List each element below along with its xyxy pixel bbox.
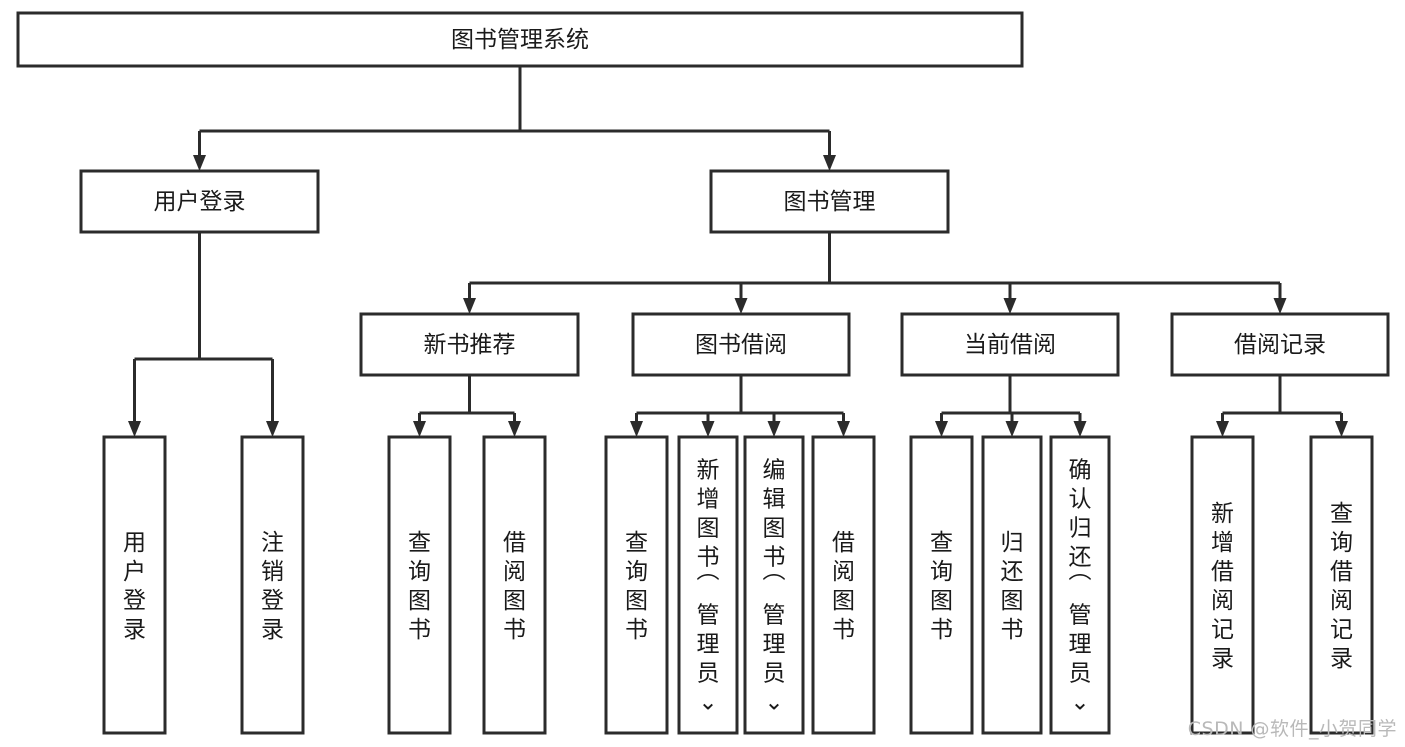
- node-borrow-record[interactable]: 借阅记录: [1170, 312, 1390, 377]
- node-label: 当前借阅: [964, 332, 1056, 358]
- node-leaf-user-login[interactable]: 用户登录: [102, 435, 167, 735]
- node-box[interactable]: [709, 169, 950, 234]
- node-user-login[interactable]: 用户登录: [79, 169, 320, 234]
- edge-arrow-head: [1003, 298, 1017, 314]
- edge-arrow-head: [128, 421, 141, 437]
- node-label: 查询借阅记录: [1330, 501, 1353, 672]
- node-leaf-cb-query[interactable]: 查询图书: [909, 435, 974, 735]
- edge-arrow-head: [701, 421, 715, 437]
- node-box[interactable]: [900, 312, 1120, 377]
- node-label: 查询图书: [625, 530, 648, 643]
- edge-arrow-head: [1335, 421, 1348, 437]
- node-label: 用户登录: [123, 530, 146, 643]
- node-label: 借阅图书: [832, 530, 855, 643]
- node-leaf-br-add[interactable]: 新增借阅记录: [1190, 435, 1255, 735]
- node-leaf-logout[interactable]: 注销登录: [240, 435, 305, 735]
- node-box[interactable]: [482, 435, 547, 735]
- node-box[interactable]: [981, 435, 1043, 735]
- node-box[interactable]: [909, 435, 974, 735]
- node-label: 查询图书: [408, 530, 431, 643]
- node-current-borrow[interactable]: 当前借阅: [900, 312, 1120, 377]
- node-box[interactable]: [1309, 435, 1374, 735]
- node-label: 归还图书: [1001, 530, 1024, 643]
- node-box[interactable]: [1170, 312, 1390, 377]
- edge-arrow-head: [463, 298, 476, 314]
- node-label: 新书推荐: [424, 332, 516, 358]
- node-label: 用户登录: [154, 189, 246, 215]
- edge-arrow-head: [1005, 421, 1019, 437]
- edge-arrow-head: [266, 421, 279, 437]
- edge-layer: [128, 66, 1348, 437]
- node-label: 图书借阅: [695, 332, 787, 358]
- node-leaf-cb-confirm[interactable]: 确认归还⌒管理员⌄: [1049, 435, 1111, 735]
- node-box[interactable]: [1049, 435, 1111, 735]
- node-label: 确认归还⌒管理员⌄: [1069, 458, 1092, 716]
- node-root[interactable]: 图书管理系统: [16, 11, 1024, 68]
- node-label: 新增图书⌒管理员⌄: [697, 458, 720, 716]
- node-label: 注销登录: [261, 530, 284, 643]
- node-box[interactable]: [359, 312, 580, 377]
- node-leaf-nb-borrow[interactable]: 借阅图书: [482, 435, 547, 735]
- node-leaf-nb-query[interactable]: 查询图书: [387, 435, 452, 735]
- node-box[interactable]: [387, 435, 452, 735]
- edge-arrow-head: [837, 421, 850, 437]
- node-label: 图书管理: [784, 189, 876, 215]
- node-box[interactable]: [1190, 435, 1255, 735]
- node-box[interactable]: [102, 435, 167, 735]
- edge-arrow-head: [767, 421, 781, 437]
- edge-arrow-head: [508, 421, 521, 437]
- edge-arrow-head: [630, 421, 643, 437]
- node-label: 编辑图书⌒管理员⌄: [763, 458, 786, 716]
- node-label: 查询图书: [930, 530, 953, 643]
- edge-arrow-head: [1073, 421, 1087, 437]
- node-box[interactable]: [16, 11, 1024, 68]
- edge-arrow-head: [935, 421, 948, 437]
- node-layer: 图书管理系统用户登录图书管理新书推荐图书借阅当前借阅借阅记录用户登录注销登录查询…: [16, 11, 1390, 735]
- edge-arrow-head: [413, 421, 426, 437]
- node-leaf-bb-borrow[interactable]: 借阅图书: [811, 435, 876, 735]
- node-box[interactable]: [811, 435, 876, 735]
- node-leaf-bb-add[interactable]: 新增图书⌒管理员⌄: [677, 435, 739, 735]
- node-box[interactable]: [631, 312, 851, 377]
- node-label: 借阅图书: [503, 530, 526, 643]
- node-leaf-br-query[interactable]: 查询借阅记录: [1309, 435, 1374, 735]
- node-label: 图书管理系统: [451, 27, 589, 53]
- node-leaf-bb-edit[interactable]: 编辑图书⌒管理员⌄: [743, 435, 805, 735]
- node-box[interactable]: [604, 435, 669, 735]
- node-label: 借阅记录: [1234, 332, 1326, 358]
- node-box[interactable]: [79, 169, 320, 234]
- edge-arrow-head: [1216, 421, 1229, 437]
- edge-arrow-head: [823, 155, 836, 171]
- node-book-manage[interactable]: 图书管理: [709, 169, 950, 234]
- node-box[interactable]: [677, 435, 739, 735]
- edge-arrow-head: [193, 155, 206, 171]
- edge-arrow-head: [734, 298, 748, 314]
- node-label: 新增借阅记录: [1211, 501, 1234, 672]
- node-leaf-bb-query[interactable]: 查询图书: [604, 435, 669, 735]
- node-box[interactable]: [743, 435, 805, 735]
- edge-arrow-head: [1273, 298, 1287, 314]
- node-box[interactable]: [240, 435, 305, 735]
- node-book-borrow[interactable]: 图书借阅: [631, 312, 851, 377]
- node-new-book-rec[interactable]: 新书推荐: [359, 312, 580, 377]
- node-leaf-cb-return[interactable]: 归还图书: [981, 435, 1043, 735]
